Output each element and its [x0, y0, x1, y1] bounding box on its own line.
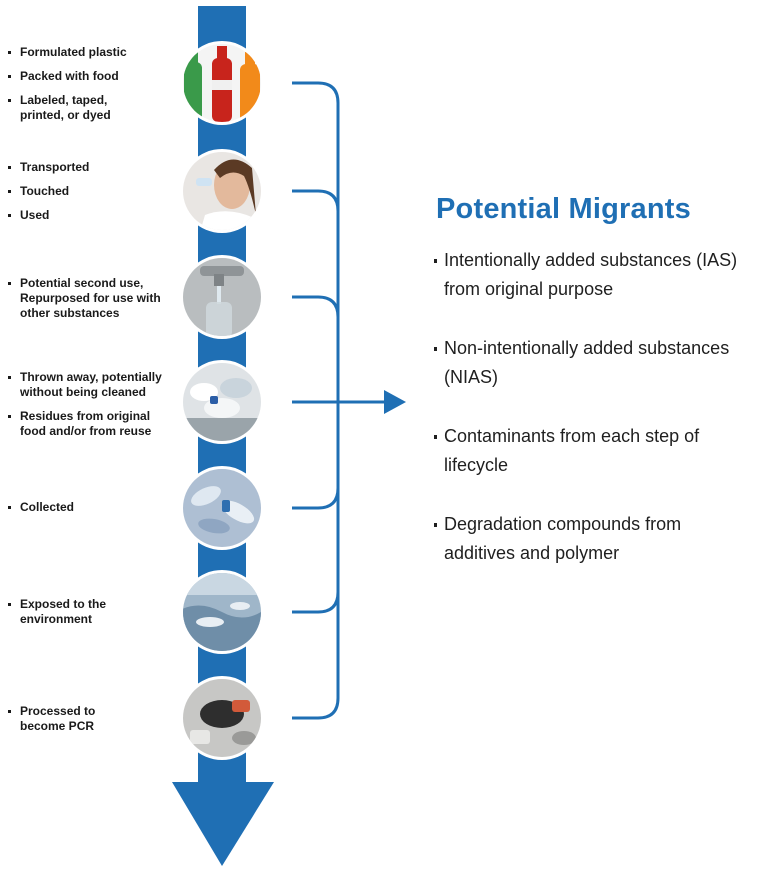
list-item: Residues from original food and/or from …: [8, 409, 176, 439]
recycling-processing-icon: [180, 676, 264, 760]
list-item: Exposed to the environment: [8, 597, 118, 627]
list-item: Formulated plastic: [8, 45, 178, 60]
person-drinking-icon: [180, 149, 264, 233]
step-2-list: Transported Touched Used: [8, 160, 178, 232]
list-item: Contaminants from each step of lifecycle: [434, 422, 744, 480]
faucet-bottle-icon: [180, 255, 264, 339]
list-item: Labeled, taped, printed, or dyed: [8, 93, 125, 123]
migrants-list: Intentionally added substances (IAS) fro…: [434, 246, 744, 598]
collected-bottles-icon: [180, 466, 264, 550]
step-3-list: Potential second use, Repurposed for use…: [8, 276, 168, 330]
step-5-list: Collected: [8, 500, 178, 524]
migrants-title: Potential Migrants: [436, 193, 691, 225]
timeline-arrow-head: [172, 782, 274, 866]
list-item: Potential second use, Repurposed for use…: [8, 276, 168, 321]
bottle-pile-icon: [180, 360, 264, 444]
brace-connectors: [292, 189, 340, 614]
step-7-list: Processed to become PCR: [8, 704, 108, 743]
list-item: Thrown away, potentially without being c…: [8, 370, 176, 400]
step-6-list: Exposed to the environment: [8, 597, 118, 636]
list-item: Non-intentionally added substances (NIAS…: [434, 334, 744, 392]
list-item: Collected: [8, 500, 178, 515]
list-item: Touched: [8, 184, 178, 199]
migrants-arrow-head: [384, 390, 406, 414]
step-1-list: Formulated plastic Packed with food Labe…: [8, 45, 178, 132]
list-item: Degradation compounds from additives and…: [434, 510, 744, 568]
step-4-list: Thrown away, potentially without being c…: [8, 370, 176, 448]
soda-bottles-icon: [180, 41, 264, 125]
list-item: Transported: [8, 160, 178, 175]
list-item: Processed to become PCR: [8, 704, 108, 734]
list-item: Used: [8, 208, 178, 223]
list-item: Packed with food: [8, 69, 178, 84]
list-item: Intentionally added substances (IAS) fro…: [434, 246, 744, 304]
environment-water-icon: [180, 570, 264, 654]
